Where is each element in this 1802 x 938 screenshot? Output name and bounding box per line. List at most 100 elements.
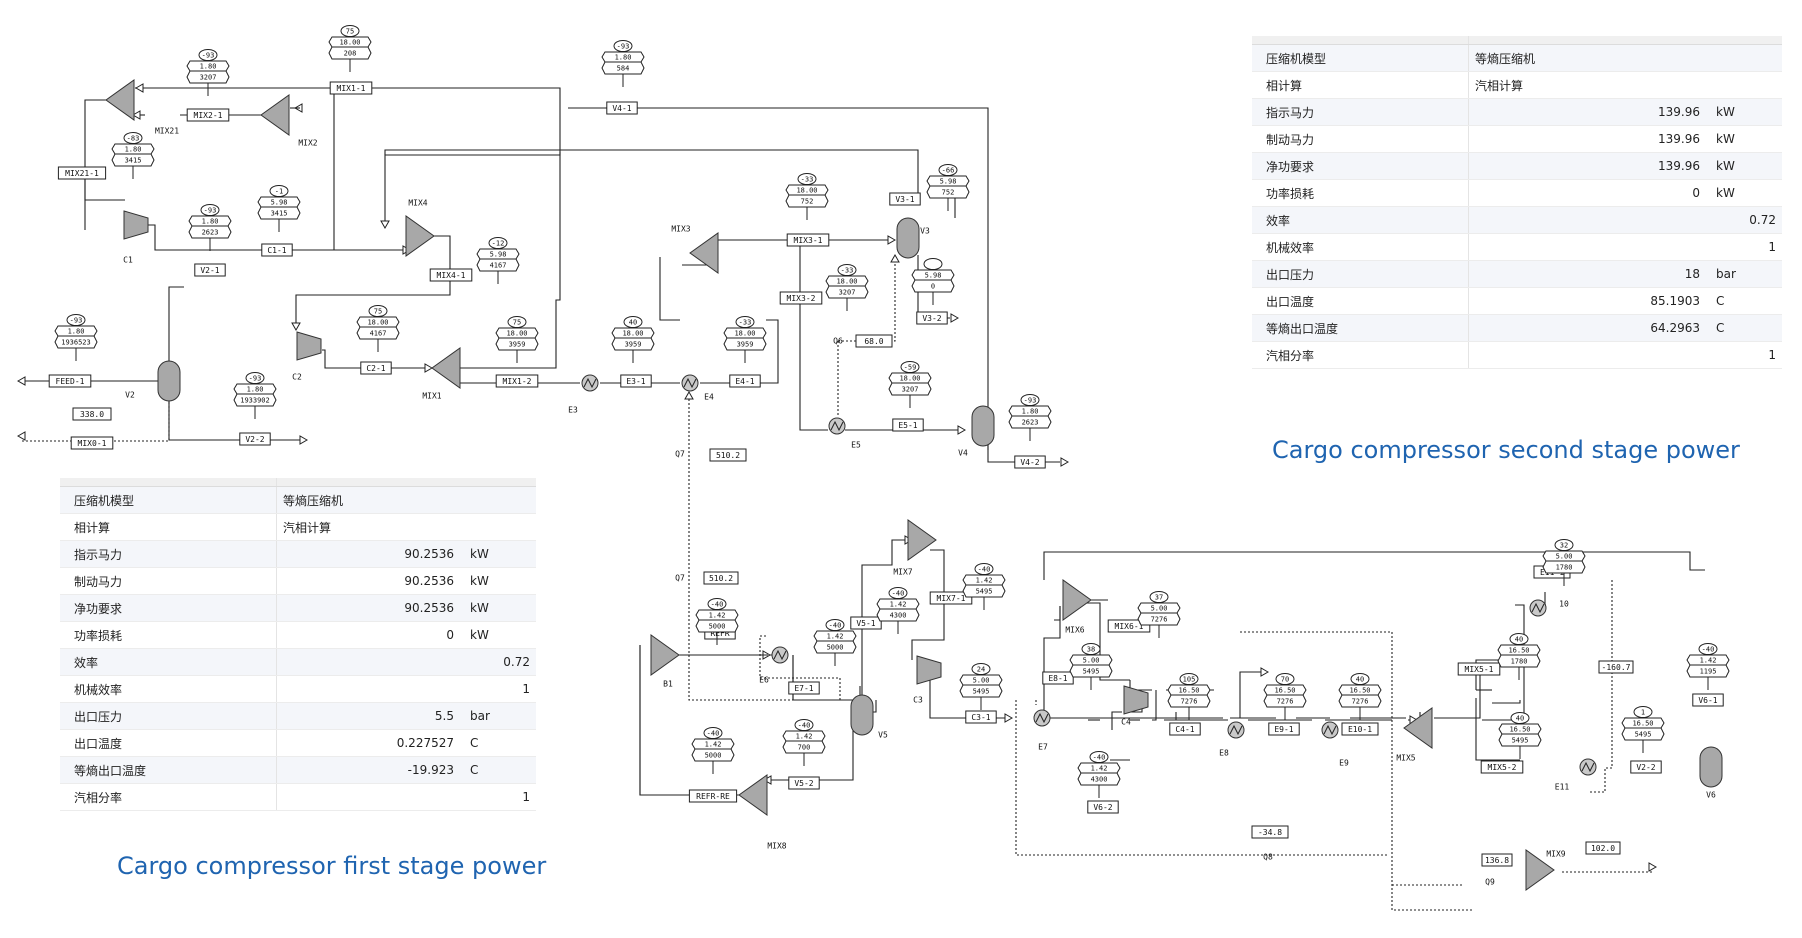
heat-exchanger-zigzag [1531, 602, 1545, 614]
property-value: 139.96 [1468, 98, 1706, 126]
material-stream-line [1475, 720, 1520, 761]
property-label: 功率损耗 [60, 621, 277, 649]
stream-label-box [360, 361, 392, 375]
flow-parallelogram [1167, 694, 1211, 708]
property-unit: C [1706, 287, 1782, 315]
property-label: 机械效率 [60, 675, 277, 703]
arrow-head [1648, 862, 1658, 872]
property-label: 功率损耗 [1252, 179, 1469, 207]
flow-value: 7276 [1181, 698, 1198, 706]
property-value: 1 [1468, 341, 1782, 369]
property-value: 0 [1468, 179, 1706, 207]
pressure-value: 5.98 [490, 251, 507, 259]
flow-parallelogram [691, 748, 735, 762]
property-unit: bar [1706, 260, 1782, 288]
pressure-value: 16.50 [1632, 720, 1653, 728]
stream-label-box [786, 233, 830, 247]
material-stream-line [168, 401, 300, 441]
unit-label-text: E6 [759, 676, 769, 685]
property-unit: bar [460, 702, 536, 730]
temperature-value: -33 [739, 319, 752, 327]
property-label: 相计算 [60, 513, 277, 541]
stream-label-text: V6-2 [1093, 803, 1112, 812]
pressure-value: 18.00 [339, 39, 360, 47]
stream-label-text: E9-1 [1274, 725, 1293, 734]
unit-label-text: C3 [913, 696, 923, 705]
stream-labels: MIX21MIX2MIX4MIX1MIX3C1C2V2V3V4E3E4E5MIX… [48, 81, 1724, 859]
stream-label-text: MIX0-1 [78, 439, 107, 448]
temperature-value: -40 [711, 601, 724, 609]
stream-label-text: E8-1 [1048, 674, 1067, 683]
arrow-head [424, 363, 434, 373]
pressure-value: 1.42 [827, 633, 844, 641]
energy-stream-line [1240, 631, 1472, 911]
temperature-value: -40 [892, 590, 905, 598]
material-stream-line [1164, 712, 1177, 721]
arrow-head [291, 322, 301, 332]
unit-label-text: E3 [568, 406, 578, 415]
property-unit: C [460, 756, 536, 784]
property-unit: kW [460, 567, 536, 595]
flow-parallelogram [1686, 664, 1730, 678]
unit-label-text: V5 [878, 731, 888, 740]
material-stream-line [1492, 700, 1521, 704]
heat-exchanger-zigzag [583, 377, 597, 389]
stream-label-text: V5-1 [856, 619, 875, 628]
unit-label-text: E5 [851, 441, 861, 450]
separator-vessel-icon [971, 405, 995, 447]
temperature-value: -66 [942, 167, 955, 175]
property-value: 等熵压缩机 [276, 486, 460, 514]
property-label: 压缩机模型 [1252, 44, 1469, 72]
pressure-value: 18.00 [899, 375, 920, 383]
pressure-value: 5.98 [940, 178, 957, 186]
heat-exchanger-zigzag [1229, 724, 1243, 736]
property-label: 等熵出口温度 [1252, 314, 1469, 342]
property-value: 64.2963 [1468, 314, 1706, 342]
flow-value: 4300 [890, 612, 907, 620]
flow-value: 700 [798, 744, 811, 752]
unit-label-text: E8 [1219, 749, 1229, 758]
energy-stream-line [1588, 580, 1613, 793]
material-stream-line [1036, 606, 1061, 719]
temperature-value: -93 [202, 52, 215, 60]
unit-label-text: MIX4 [408, 199, 427, 208]
energy-value-text: 510.2 [709, 574, 733, 583]
pressure-value: 16.50 [1509, 726, 1530, 734]
material-stream-line [140, 87, 561, 148]
temperature-value: -40 [978, 566, 991, 574]
pressure-value: 18.00 [367, 319, 388, 327]
temperature-value: 75 [513, 319, 521, 327]
material-stream-line [1544, 592, 1546, 606]
stream-label-box [620, 374, 652, 388]
stream-label-text: C4-1 [1175, 725, 1194, 734]
flow-value: 4300 [1091, 776, 1108, 784]
property-label: 出口压力 [1252, 260, 1469, 288]
stream-label-text: REFR-RE [696, 792, 730, 801]
stream-label-text: C1-1 [267, 246, 286, 255]
stream-label-box [892, 418, 924, 432]
flow-parallelogram [888, 382, 932, 396]
stream-label-box [329, 81, 373, 95]
property-value: 85.1903 [1468, 287, 1706, 315]
arrow-head [380, 220, 390, 230]
heat-exchanger-zigzag [830, 420, 844, 432]
arrow-head [16, 431, 26, 441]
material-stream-line [1043, 551, 1705, 571]
stream-label-box [929, 591, 973, 605]
flow-value: 3415 [271, 210, 288, 218]
flow-value: 1195 [1700, 668, 1717, 676]
stream-label-box [1630, 760, 1662, 774]
stream-label-text: V2-2 [1636, 763, 1655, 772]
property-unit: kW [1706, 125, 1782, 153]
material-stream-line [384, 148, 561, 228]
energy-stream-line [688, 455, 841, 701]
unit-label-text: E4 [704, 393, 714, 402]
stream-label-text: C3-1 [971, 713, 990, 722]
arrow-head [299, 435, 309, 445]
